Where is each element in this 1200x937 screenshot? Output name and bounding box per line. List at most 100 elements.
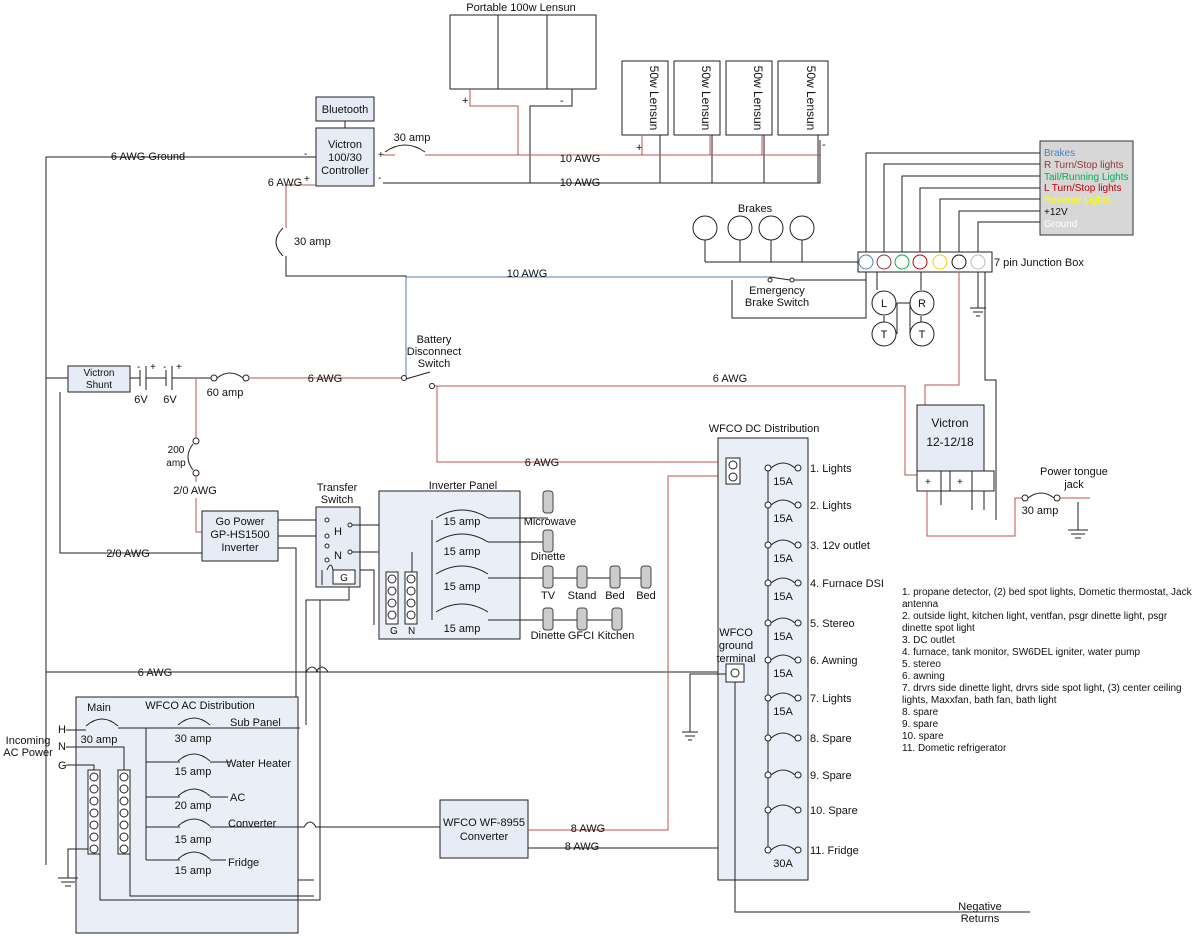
trailer-lamps: L R T T	[871, 272, 935, 347]
portable-solar-panel: Portable 100w Lensun + -	[449, 2, 597, 183]
shunt-label-2: Shunt	[86, 380, 112, 391]
batteries: -+ -+ 6V 6V	[134, 362, 182, 406]
pv-wire-bottom-label: 10 AWG	[560, 177, 601, 189]
ac-circuit-5-amp: 15 amp	[175, 865, 212, 877]
svg-text:+: +	[176, 362, 182, 373]
transfer-switch: Transfer Switch H N G	[315, 482, 361, 588]
dc-circuit-5-amp: 15A	[773, 631, 793, 643]
transfer-label-2: Switch	[321, 494, 353, 506]
outlet-microwave: Microwave	[524, 516, 577, 528]
dc-circuit-2-name: 2. Lights	[810, 500, 852, 512]
solar-panel-1: 50w Lensun	[621, 60, 669, 136]
outlet-gfci: GFCI	[568, 630, 594, 642]
svg-text:+: +	[925, 477, 931, 488]
ground-bus-wire-label: 6 AWG	[138, 667, 172, 679]
disconnect-label-1: Battery	[417, 334, 452, 346]
svg-text:+: +	[957, 477, 963, 488]
solar-panel-3: 50w Lensun	[725, 60, 773, 136]
ac-dist-title: WFCO AC Distribution	[145, 700, 254, 712]
transfer-label-1: Transfer	[317, 482, 358, 494]
legend-tail: Tail/Running Lights	[1044, 172, 1129, 183]
controller-pv-minus: -	[378, 173, 381, 184]
dcdc-label-1: Victron	[931, 416, 968, 430]
converter-label-1: WFCO WF-8955	[443, 817, 525, 829]
ac-circuit-1-name: Sub Panel	[230, 717, 281, 729]
legend-reverse: Reverse Lights	[1044, 195, 1111, 206]
dc-circuit-7-name: 7. Lights	[810, 693, 852, 705]
outlet-stand: Stand	[568, 590, 597, 602]
incoming-g: G	[58, 760, 67, 772]
transfer-h: H	[334, 526, 342, 538]
svg-text:+: +	[150, 362, 156, 373]
dist-wire-label: 6 AWG	[525, 457, 559, 469]
incoming-ac-label-2: AC Power	[3, 747, 53, 759]
dcdc-label-2: 12-12/18	[926, 435, 974, 449]
inverter-breaker-4: 15 amp	[444, 623, 481, 635]
legend-r-turn: R Turn/Stop lights	[1044, 160, 1123, 171]
note-2: 2. outside light, kitchen light, ventfan…	[902, 611, 1168, 634]
converter-wire-top-label: 8 AWG	[571, 823, 605, 835]
brakes-group: Brakes	[692, 203, 866, 263]
converter-label-2: Converter	[460, 831, 509, 843]
fuse-200-label-1: 200	[168, 445, 185, 456]
dc-circuit-10: 10. Spare	[764, 804, 858, 817]
ground-terminal-label-2: ground	[719, 640, 753, 652]
inverter-label-3: Inverter	[221, 542, 259, 554]
dc-circuit-8-name: 8. Spare	[810, 733, 852, 745]
dc-circuit-9: 9. Spare	[764, 769, 852, 782]
emergency-brake-2: Brake Switch	[745, 297, 809, 309]
controller-batt-plus: +	[304, 174, 310, 185]
portable-plus: +	[462, 95, 468, 107]
battery-1-label: 6V	[134, 394, 148, 406]
note-5: 5. stereo	[902, 659, 941, 670]
dc-circuit-4-amp: 15A	[773, 591, 793, 603]
incoming-ac-label-1: Incoming	[6, 735, 51, 747]
controller-pv-plus: +	[378, 150, 384, 161]
dc-circuit-1-amp: 15A	[773, 476, 793, 488]
disconnect-label-2: Disconnect	[407, 346, 461, 358]
dc-distribution-panel: WFCO DC Distribution WFCO ground termina…	[682, 423, 1030, 925]
incoming-n: N	[58, 741, 66, 753]
dc-circuit-8: 8. Spare	[764, 732, 852, 745]
ground-terminal-label-3: terminal	[716, 653, 755, 665]
note-10: 10. spare	[902, 731, 944, 742]
victron-controller: Victron 100/30 Controller + - - +	[304, 127, 384, 187]
fixed-solar-panels: 50w Lensun 50w Lensun 50w Lensun 50w Len…	[621, 60, 829, 183]
solar-panel-4-label: 50w Lensun	[804, 66, 818, 131]
circuit-notes: 1. propane detector, (2) bed spot lights…	[902, 587, 1192, 755]
dc-circuit-4-name: 4. Furnace DSI	[810, 578, 884, 590]
inverter: Go Power GP-HS1500 Inverter	[201, 510, 279, 562]
note-9: 9. spare	[902, 719, 939, 730]
main-wire-label: 6 AWG	[713, 373, 747, 385]
solar-panel-3-label: 50w Lensun	[751, 66, 765, 131]
inverter-breaker-1: 15 amp	[444, 516, 481, 528]
inverter-panel: Inverter Panel G N 15 amp 15 amp 15 amp …	[378, 480, 645, 640]
dc-dist-title: WFCO DC Distribution	[709, 423, 820, 435]
lamp-t2: T	[919, 329, 926, 341]
lamp-l: L	[881, 298, 887, 310]
portable-panel-title: Portable 100w Lensun	[466, 2, 575, 14]
solar-panel-4: 50w Lensun	[777, 60, 829, 136]
ac-circuit-1-amp: 30 amp	[175, 733, 212, 745]
outlet-bed-1: Bed	[605, 590, 625, 602]
ac-circuit-2-amp: 15 amp	[175, 766, 212, 778]
main-fuse-label: 60 amp	[207, 387, 244, 399]
fuse-200-label-2: amp	[166, 458, 186, 469]
dc-circuit-3-amp: 15A	[773, 553, 793, 565]
solar-panel-2-label: 50w Lensun	[699, 66, 713, 131]
note-8: 8. spare	[902, 707, 939, 718]
ac-main-label: Main	[87, 702, 111, 714]
inverter-bus-n: N	[408, 626, 415, 637]
incoming-h: H	[58, 724, 66, 736]
lamp-t1: T	[881, 329, 888, 341]
dc-circuit-6-name: 6. Awning	[810, 655, 858, 667]
lamp-r: R	[918, 298, 926, 310]
outlet-bed-2: Bed	[636, 590, 656, 602]
legend-ground: Ground	[1044, 219, 1077, 230]
note-7: 7. drvrs side dinette light, drvrs side …	[902, 683, 1182, 706]
transfer-g: G	[340, 573, 348, 584]
